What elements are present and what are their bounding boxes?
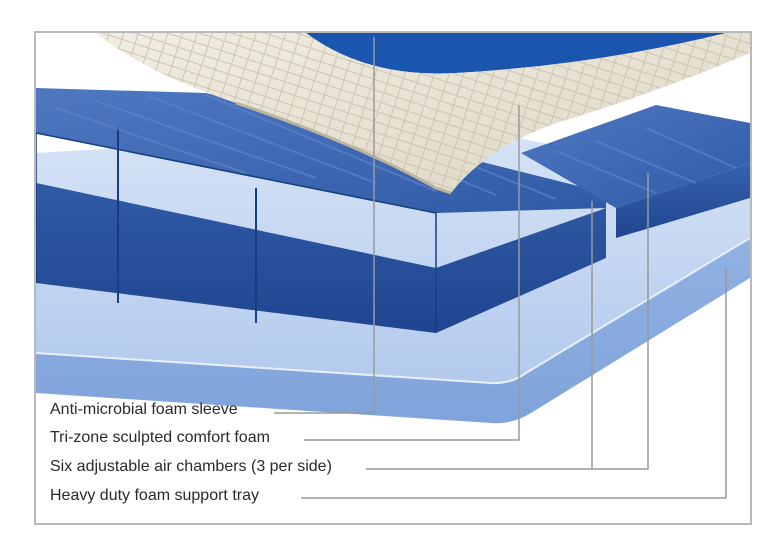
air-chambers [36,88,750,333]
diagram-frame: Anti-microbial foam sleeve Tri-zone scul… [34,31,752,525]
foam-sleeve [306,33,726,74]
leader-foam-sleeve [274,37,375,414]
callout-air-chambers: Six adjustable air chambers (3 per side) [50,458,332,475]
callout-comfort-foam: Tri-zone sculpted comfort foam [50,429,270,446]
leader-support-tray [301,268,727,499]
leader-lines [274,37,727,499]
leader-comfort-foam [304,105,520,441]
leader-air-chambers [366,173,649,470]
comfort-foam [96,33,750,195]
callout-foam-sleeve: Anti-microbial foam sleeve [50,401,238,418]
mattress-illustration [36,33,750,499]
callout-support-tray: Heavy duty foam support tray [50,487,259,504]
